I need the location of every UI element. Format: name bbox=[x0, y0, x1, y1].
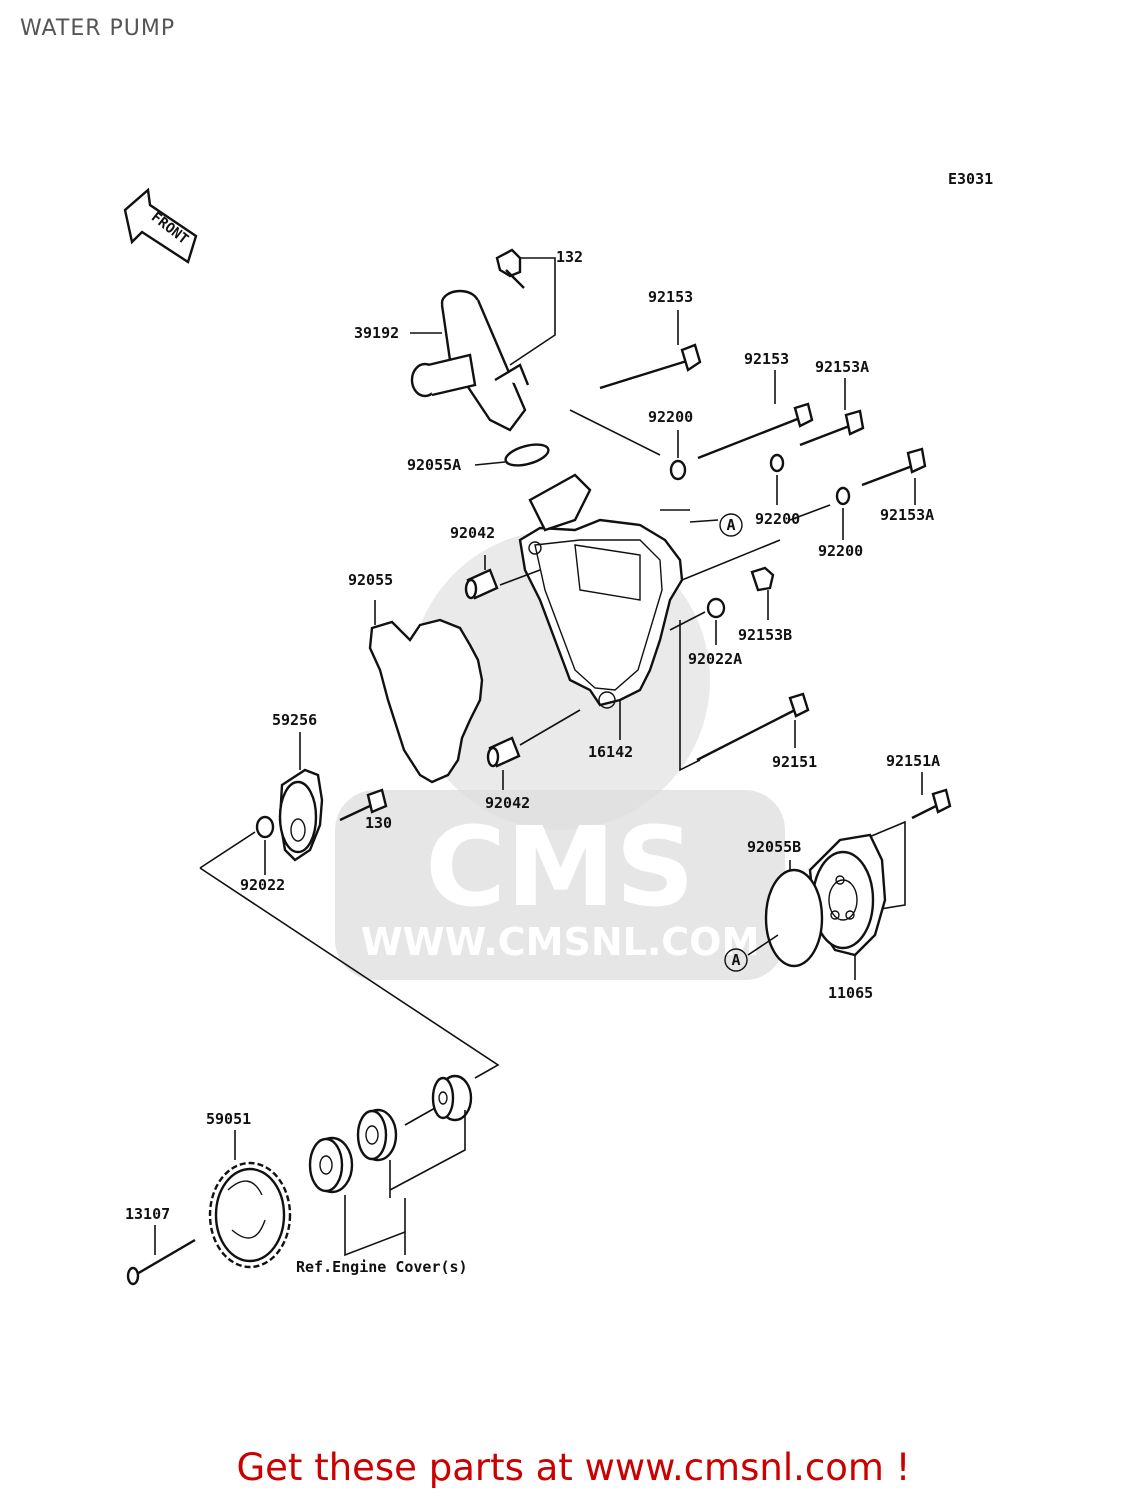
washer-92022a bbox=[706, 597, 726, 619]
gasket-92055 bbox=[368, 618, 484, 784]
washer-92200-b bbox=[769, 453, 785, 473]
ref-engine-cover-note: Ref.Engine Cover(s) bbox=[296, 1258, 468, 1276]
washer-92022 bbox=[255, 815, 275, 839]
label-92151a: 92151A bbox=[886, 752, 940, 770]
label-92200-b: 92200 bbox=[755, 510, 800, 528]
bolt-132 bbox=[495, 248, 556, 366]
dowel-92042-b bbox=[486, 736, 521, 768]
bolt-92151 bbox=[696, 692, 810, 762]
pipe-39192 bbox=[410, 289, 530, 432]
dowel-92042-a bbox=[464, 568, 499, 600]
label-59256: 59256 bbox=[272, 711, 317, 729]
seal bbox=[431, 1074, 473, 1122]
bolt-92153-top bbox=[599, 343, 702, 390]
pump-body-11065 bbox=[808, 833, 887, 957]
bolt-92153a-a bbox=[799, 409, 865, 447]
pump-cover-16142 bbox=[518, 473, 690, 709]
bolt-92153a-b bbox=[861, 447, 927, 487]
label-132: 132 bbox=[556, 248, 583, 266]
label-92153a-a: 92153A bbox=[815, 358, 869, 376]
shaft-13107 bbox=[126, 1238, 196, 1286]
label-92151: 92151 bbox=[772, 753, 817, 771]
label-92055b: 92055B bbox=[747, 838, 801, 856]
page-title: WATER PUMP bbox=[20, 16, 176, 41]
label-130: 130 bbox=[365, 814, 392, 832]
ref-circle-a-top: A bbox=[719, 513, 743, 537]
label-92153b: 92153B bbox=[738, 626, 792, 644]
label-92153a-b: 92153A bbox=[880, 506, 934, 524]
label-59051: 59051 bbox=[206, 1110, 251, 1128]
label-92153-second: 92153 bbox=[744, 350, 789, 368]
label-11065: 11065 bbox=[828, 984, 873, 1002]
bearing-1 bbox=[356, 1108, 398, 1162]
washer-92200-a bbox=[669, 459, 687, 481]
footer-parts-link[interactable]: Get these parts at www.cmsnl.com ! bbox=[236, 1446, 911, 1489]
bearing-2 bbox=[308, 1136, 354, 1194]
label-16142: 16142 bbox=[588, 743, 633, 761]
impeller-59256 bbox=[278, 768, 324, 862]
label-92022: 92022 bbox=[240, 876, 285, 894]
washer-92200-c bbox=[835, 486, 851, 506]
label-39192: 39192 bbox=[354, 324, 399, 342]
watermark-brand: CMS bbox=[425, 803, 694, 931]
oring-92055a bbox=[504, 443, 550, 467]
label-13107: 13107 bbox=[125, 1205, 170, 1223]
ref-circle-a-bottom: A bbox=[724, 948, 748, 972]
label-92153-top: 92153 bbox=[648, 288, 693, 306]
label-92055: 92055 bbox=[348, 571, 393, 589]
oring-92055b bbox=[764, 868, 824, 968]
label-92200-c: 92200 bbox=[818, 542, 863, 560]
label-92200-a: 92200 bbox=[648, 408, 693, 426]
label-92042-a: 92042 bbox=[450, 524, 495, 542]
svg-text:A: A bbox=[726, 516, 735, 534]
label-92022a: 92022A bbox=[688, 650, 742, 668]
gear-59051 bbox=[208, 1161, 292, 1269]
label-92042-b: 92042 bbox=[485, 794, 530, 812]
watermark-url: WWW.CMSNL.COM bbox=[361, 920, 760, 964]
label-92055a: 92055A bbox=[407, 456, 461, 474]
svg-text:A: A bbox=[731, 951, 740, 969]
front-arrow-icon: FRONT bbox=[123, 187, 198, 264]
bolt-130 bbox=[339, 788, 388, 822]
bolt-92153-second bbox=[697, 402, 814, 460]
bolt-92151a bbox=[911, 788, 952, 820]
bolt-92153b bbox=[750, 566, 775, 592]
diagram-code: E3031 bbox=[948, 170, 993, 188]
